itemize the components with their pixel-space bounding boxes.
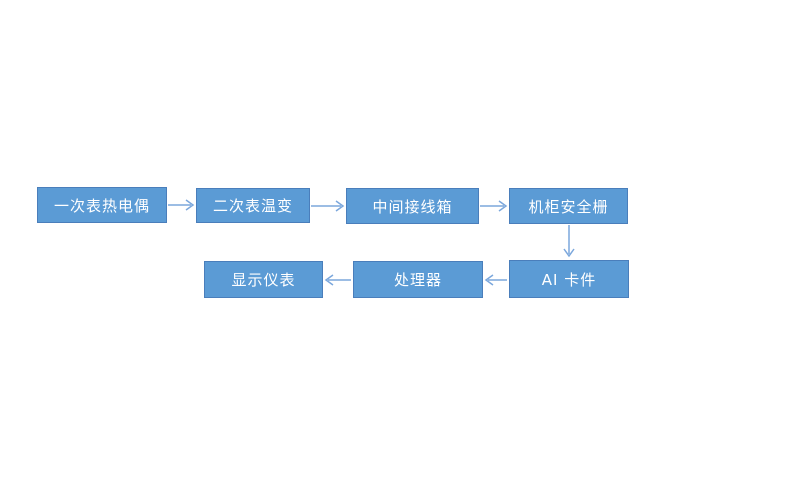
node-label: AI 卡件 xyxy=(541,270,597,289)
node-intermediate-junction-box: 中间接线箱 xyxy=(346,188,479,224)
connector-barrier-to-aicard xyxy=(563,225,575,258)
node-label: 二次表温变 xyxy=(212,197,293,215)
node-secondary-transmitter: 二次表温变 xyxy=(196,188,310,223)
connector-aicard-to-processor xyxy=(484,274,507,286)
node-label: 处理器 xyxy=(393,271,442,289)
node-display-instrument: 显示仪表 xyxy=(204,261,323,298)
node-processor: 处理器 xyxy=(353,261,483,298)
connector-junction-to-barrier xyxy=(480,200,508,212)
connector-processor-to-display xyxy=(324,274,351,286)
node-label: 中间接线箱 xyxy=(372,197,453,216)
node-primary-thermocouple: 一次表热电偶 xyxy=(37,187,167,223)
node-label: 一次表热电偶 xyxy=(53,196,150,215)
connector-primary-to-secondary xyxy=(168,199,195,211)
node-ai-card: AI 卡件 xyxy=(509,260,629,298)
node-label: 机柜安全栅 xyxy=(528,197,609,216)
node-label: 显示仪表 xyxy=(231,271,296,289)
node-cabinet-safety-barrier: 机柜安全栅 xyxy=(509,188,628,224)
connector-secondary-to-junction xyxy=(311,200,345,212)
